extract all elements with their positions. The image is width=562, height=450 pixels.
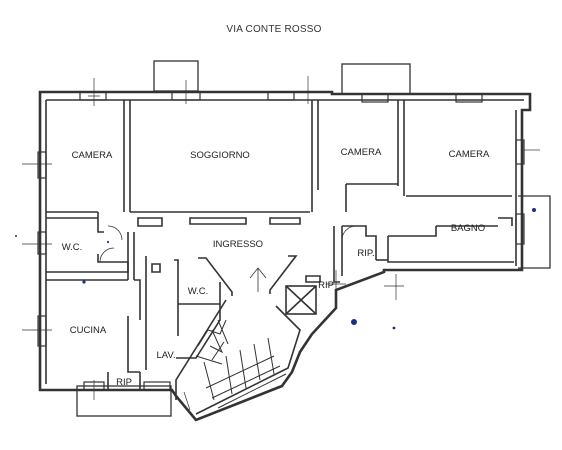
room-label-soggiorno: SOGGIORNO bbox=[190, 150, 250, 161]
room-label-rip-bottom: RIP bbox=[116, 377, 132, 388]
room-label-lav: LAV. bbox=[156, 350, 175, 361]
balcony-right bbox=[518, 195, 551, 269]
outer-walls bbox=[38, 90, 532, 422]
registration-marks bbox=[22, 76, 540, 411]
staircase bbox=[195, 319, 287, 409]
windows bbox=[37, 91, 525, 391]
room-label-wc-left: W.C. bbox=[62, 242, 83, 253]
ink-marks bbox=[15, 208, 536, 330]
room-label-ingresso: INGRESSO bbox=[213, 239, 263, 250]
room-label-wc-center: W.C. bbox=[188, 286, 209, 297]
room-label-bagno: BAGNO bbox=[451, 223, 485, 234]
balcony-top-left bbox=[153, 60, 199, 92]
balcony-bottom bbox=[76, 385, 172, 417]
interior-walls bbox=[45, 99, 524, 415]
street-name: VIA CONTE ROSSO bbox=[226, 24, 322, 35]
room-label-rip-right: RIP. bbox=[357, 248, 374, 259]
room-label-rip-stair: RIP bbox=[318, 280, 334, 291]
room-label-cucina: CUCINA bbox=[70, 325, 107, 336]
balconies bbox=[76, 60, 551, 417]
balcony-top-right bbox=[341, 63, 411, 95]
room-label-camera-right: CAMERA bbox=[449, 149, 490, 160]
room-label-camera-left: CAMERA bbox=[72, 150, 113, 161]
room-label-camera-middle: CAMERA bbox=[341, 147, 382, 158]
door-swings bbox=[99, 225, 357, 292]
